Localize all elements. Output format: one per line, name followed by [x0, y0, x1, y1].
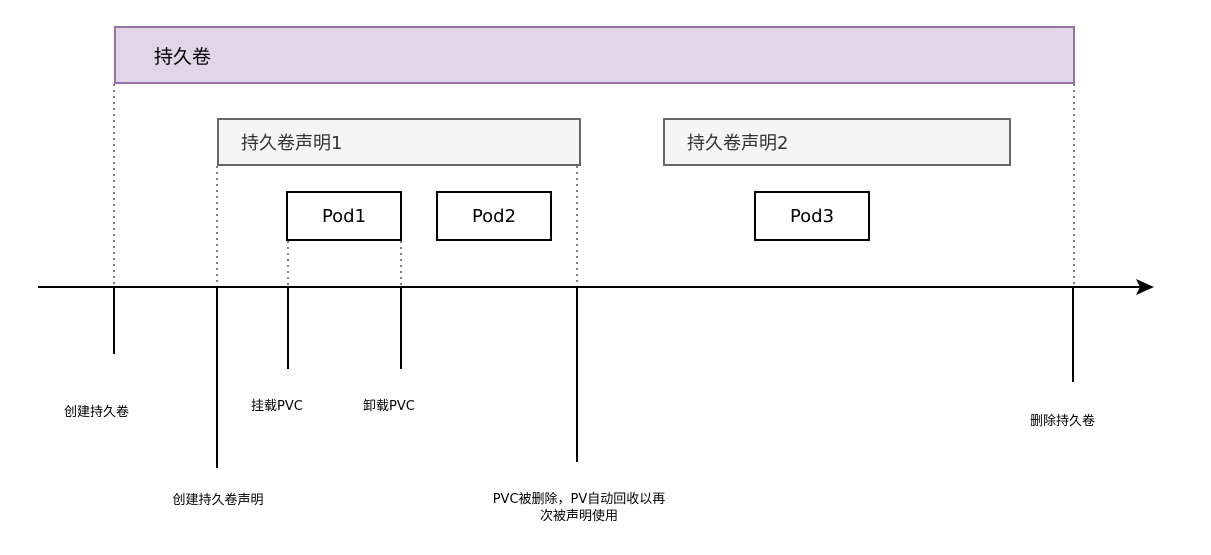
pod-1-box: Pod1 — [286, 191, 402, 241]
event-create-pv-label: 创建持久卷 — [64, 405, 130, 420]
event-delete-pv-label: 删除持久卷 — [1030, 414, 1096, 429]
persistent-volume-claim-1-bar: 持久卷声明1 — [217, 118, 581, 166]
persistent-volume-claim-2-bar: 持久卷声明2 — [663, 118, 1011, 166]
persistent-volume-bar: 持久卷 — [114, 26, 1075, 84]
pod-2-box: Pod2 — [436, 191, 552, 241]
claim-2-label: 持久卷声明2 — [687, 133, 789, 154]
pod-3-box: Pod3 — [754, 191, 870, 241]
persistent-volume-label: 持久卷 — [154, 45, 212, 68]
pod-1-label: Pod1 — [321, 205, 367, 227]
event-pvc-deleted-label: PVC被删除，PV自动回收以再次被声明使用 — [492, 492, 666, 524]
event-unmount-label: 卸载PVC — [363, 399, 415, 414]
pod-2-label: Pod2 — [471, 205, 517, 227]
event-create-pvc-label: 创建持久卷声明 — [172, 493, 264, 508]
event-mount-label: 挂载PVC — [251, 399, 303, 414]
pod-3-label: Pod3 — [789, 205, 835, 227]
claim-1-label: 持久卷声明1 — [241, 133, 343, 154]
